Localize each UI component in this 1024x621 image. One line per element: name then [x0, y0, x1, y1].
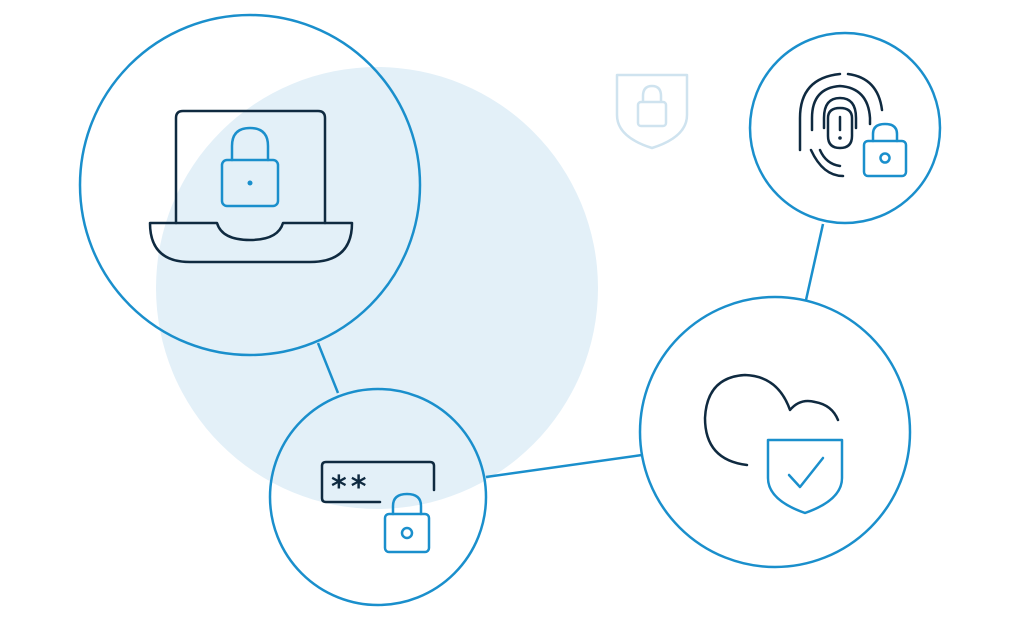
password-lock-icon: **	[320, 460, 436, 554]
cloud-shield-check-icon	[703, 373, 844, 515]
connector-line	[804, 223, 825, 301]
fingerprint-lock-icon	[798, 72, 908, 178]
laptop-lock-icon	[148, 109, 354, 264]
password-node: **	[268, 387, 488, 607]
laptop-node	[78, 13, 422, 357]
shield-lock-icon	[615, 73, 689, 150]
connector-line	[316, 342, 340, 394]
password-text: **	[331, 470, 370, 505]
cloud-node	[638, 295, 912, 569]
fingerprint-node	[748, 31, 942, 225]
connector-line	[485, 453, 643, 479]
background-blob	[156, 67, 598, 509]
